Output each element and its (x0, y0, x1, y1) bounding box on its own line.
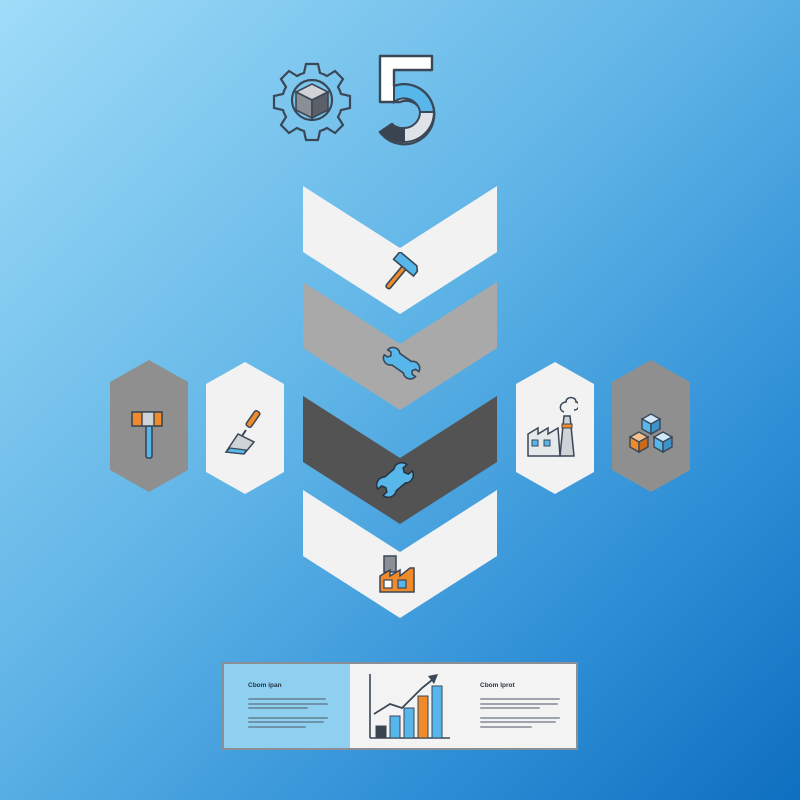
bottom-info-panel: Cbom ipan Cbom lprot (222, 662, 578, 750)
hammer-icon (385, 252, 419, 290)
factory-chimney-icon (527, 396, 578, 457)
bottom-panel-right: Cbom lprot (450, 664, 576, 748)
bottom-panel-left-text (248, 698, 328, 731)
cubes-icon (628, 413, 674, 454)
trowel-icon (224, 409, 261, 455)
bottom-panel-left: Cbom ipan (224, 664, 350, 748)
wrench-icon (382, 346, 421, 380)
hex-factory (516, 362, 594, 494)
chevron-step-1 (303, 186, 497, 316)
number-five-text: 5 (372, 52, 373, 53)
chevron-step-2 (303, 282, 497, 412)
wrench-dark-icon (375, 461, 415, 499)
number-five-icon: 5 (372, 52, 438, 146)
chevron-step-3 (303, 396, 497, 526)
bottom-panel-left-title: Cbom ipan (248, 682, 282, 689)
hex-trowel (206, 362, 284, 494)
bottom-panel-right-text (480, 698, 560, 731)
chevron-step-4 (303, 490, 497, 620)
factory-blocks-icon (379, 555, 415, 593)
bar-chart-growth-icon (369, 674, 450, 739)
gear-cube-icon (272, 62, 352, 142)
bottom-panel-right-title: Cbom lprot (480, 682, 515, 689)
mallet-icon (131, 411, 163, 459)
